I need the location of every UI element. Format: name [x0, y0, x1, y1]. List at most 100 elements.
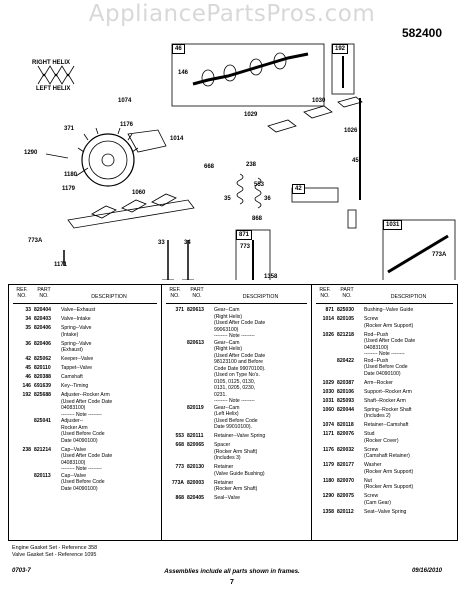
description: Gear--Cam — [214, 339, 240, 346]
part-no: 821214 — [34, 446, 51, 453]
description: (Used After Code Date — [61, 453, 113, 459]
description: Valve--Intake — [61, 316, 91, 322]
parts-row: 04083100) — [312, 345, 457, 352]
parts-row: (Rocker Arm Support) — [312, 469, 457, 476]
description: Bushing--Valve Guide — [364, 307, 414, 313]
header-ref: REF.NO. — [169, 287, 181, 299]
description: (Used Before Code — [61, 479, 105, 485]
left-helix-label: LEFT HELIX — [36, 86, 71, 92]
part-no: 820075 — [337, 493, 354, 499]
header-description: DESCRIPTION — [390, 294, 427, 300]
description: (Rocker Arm Support) — [364, 484, 414, 490]
parts-row: Rocker Arm — [9, 425, 161, 432]
description: Cap--Valve — [61, 472, 87, 479]
part-no: 820044 — [337, 406, 354, 413]
ref-no: 1074 — [322, 422, 334, 428]
ref-no: 1176 — [322, 446, 334, 453]
callout-773a-left: 773A — [28, 238, 43, 244]
page-number: 7 — [230, 579, 234, 586]
part-no — [31, 486, 59, 493]
callout-1029: 1029 — [244, 112, 258, 118]
part-no — [334, 500, 362, 507]
parts-row: Date 99010100). — [162, 424, 311, 431]
parts-row: (Rocker Arm Support) — [312, 323, 457, 330]
callout-1031: 1031 — [383, 220, 403, 230]
description: -------- Note -------- — [364, 351, 405, 357]
description: Date 04090100) — [61, 437, 98, 444]
callout-1014: 1014 — [170, 136, 184, 142]
ref-no: 45 — [25, 365, 31, 371]
description: Spring--Rocker Shaft — [364, 406, 412, 413]
part-no — [334, 323, 362, 330]
description: Seat--Valve Spring — [364, 508, 407, 515]
description: Retainer--Camshaft — [364, 422, 409, 428]
parts-row: (Used on Type No's. — [162, 372, 311, 379]
callout-33: 33 — [158, 240, 165, 246]
gasket-references: Engine Gasket Set - Reference 358 Valve … — [12, 545, 97, 559]
ref-no: 371 — [175, 307, 185, 313]
ref-no — [312, 413, 334, 420]
description: Screw — [364, 446, 379, 453]
parts-row: -------- Note -------- — [9, 412, 161, 419]
ref-no — [312, 484, 334, 491]
parts-row: (Rocker Arm Shaft) — [162, 449, 311, 456]
parts-row: (Camshaft Retainer) — [312, 453, 457, 460]
description: (Used Before Code — [61, 431, 105, 437]
right-helix-label: RIGHT HELIX — [32, 60, 71, 66]
callout-773: 773 — [240, 244, 251, 250]
description: Shaft--Rocker Arm — [364, 397, 406, 404]
ref-no: 1014 — [322, 316, 334, 322]
description: 0105, 0125, 0130, — [214, 378, 256, 385]
description: Spring--Valve — [61, 325, 92, 331]
description: Screw — [364, 493, 379, 499]
ref-no: 871 — [325, 307, 335, 313]
part-no — [334, 484, 362, 491]
part-no: 820422 — [337, 357, 354, 364]
ref-no — [312, 500, 334, 507]
ref-no — [9, 438, 31, 445]
description: (Used After Code Date — [364, 338, 416, 344]
parts-row: -------- Note -------- — [312, 351, 457, 358]
parts-row: 0231. — [162, 392, 311, 399]
part-no: 820404 — [34, 307, 51, 313]
description: 0231. — [214, 391, 227, 398]
ref-no: 668 — [175, 442, 185, 448]
description: (Used on Type No's. — [214, 372, 260, 378]
exploded-diagram: 46 146 192 RIGHT HELIX LEFT HELIX 1074 1… — [8, 40, 458, 307]
part-no — [184, 424, 212, 431]
ref-no: 1026 — [322, 331, 334, 338]
part-no — [334, 371, 362, 378]
header-ref: REF.NO. — [319, 287, 331, 299]
callout-1179: 1179 — [62, 186, 76, 192]
parts-row: (Used Before Code — [312, 364, 457, 371]
callout-146: 146 — [178, 70, 189, 76]
description: 04083100) — [364, 344, 389, 351]
ref-no: 192 — [22, 392, 32, 398]
callout-46: 46 — [172, 44, 185, 54]
parts-row: Code Date 99070100). — [162, 366, 311, 373]
description: (Intake) — [61, 331, 79, 338]
part-no: 820613 — [187, 307, 204, 313]
ref-no — [9, 332, 31, 339]
ref-no: 553 — [175, 433, 185, 439]
callout-36: 36 — [264, 196, 271, 202]
ref-no — [9, 486, 31, 493]
callout-1026: 1026 — [344, 128, 358, 134]
part-no: 820112 — [337, 508, 354, 515]
